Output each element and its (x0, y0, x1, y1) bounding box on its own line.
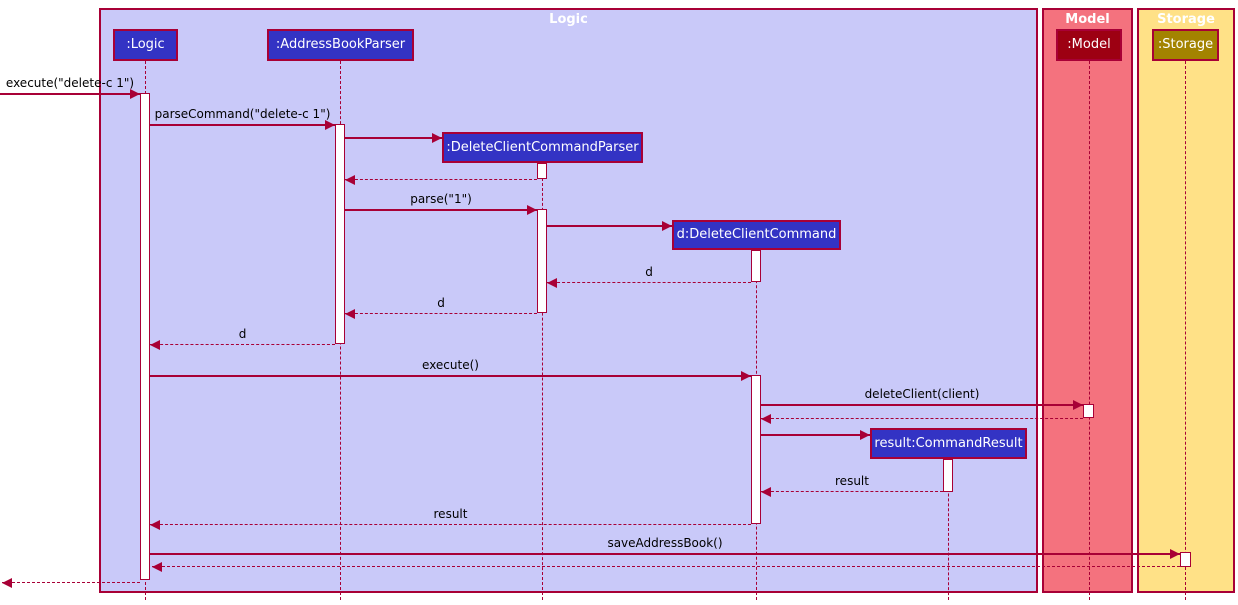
msg-execute-command-line (150, 375, 751, 377)
msg-execute-delete-arrowhead-icon (130, 89, 140, 99)
frame-model (1042, 8, 1133, 593)
activation-bar-delete-client-command (751, 375, 761, 524)
msg-return-from-model-arrowhead-icon (761, 414, 771, 424)
activation-bar-logic (140, 93, 150, 580)
msg-return-d-to-abp-line (345, 313, 537, 314)
activation-bar-address-book-parser (335, 124, 345, 344)
msg-delete-client-label: deleteClient(client) (864, 387, 980, 401)
msg-return-parser-created-arrowhead-icon (345, 175, 355, 185)
participant-model: :Model (1056, 29, 1122, 61)
msg-execute-delete-label: execute("delete-c 1") (5, 76, 135, 90)
msg-create-parser-arrowhead-icon (432, 133, 442, 143)
participant-logic: :Logic (113, 29, 178, 61)
msg-execute-delete-line (0, 93, 140, 95)
msg-return-parser-created-line (345, 179, 537, 180)
frame-title-logic: Logic (549, 12, 588, 27)
msg-parse-command-label: parseCommand("delete-c 1") (154, 107, 331, 121)
activation-bar-storage (1180, 552, 1191, 567)
msg-return-result-to-logic-label: result (433, 507, 468, 521)
msg-parse-arrowhead-icon (527, 205, 537, 215)
msg-return-result-to-d-arrowhead-icon (761, 487, 771, 497)
participant-delete-client-command: d:DeleteClientCommand (672, 220, 841, 250)
activation-bar-command-result (943, 459, 953, 492)
msg-save-address-book-label: saveAddressBook() (607, 536, 723, 550)
msg-return-to-caller-line (2, 582, 140, 583)
lifeline-model (1089, 61, 1090, 600)
frame-logic (99, 8, 1038, 593)
activation-bar-delete-client-command-parser (537, 209, 547, 313)
msg-create-command-line (547, 225, 672, 227)
msg-return-d-to-parser-label: d (645, 265, 653, 279)
msg-return-result-to-d-label: result (835, 474, 869, 488)
msg-create-parser-line (345, 137, 442, 139)
msg-delete-client-line (761, 404, 1083, 406)
msg-return-d-to-parser-arrowhead-icon (547, 278, 557, 288)
msg-parse-line (345, 209, 537, 211)
lifeline-storage (1185, 61, 1186, 600)
msg-return-result-to-logic-line (150, 524, 751, 525)
msg-return-d-to-abp-label: d (437, 296, 445, 310)
msg-return-result-to-logic-arrowhead-icon (150, 520, 160, 530)
msg-delete-client-arrowhead-icon (1073, 400, 1083, 410)
lifeline-command-result (948, 459, 949, 600)
msg-create-command-result-arrowhead-icon (860, 430, 870, 440)
msg-execute-command-label: execute() (422, 358, 479, 372)
msg-return-d-to-parser-line (547, 282, 751, 283)
participant-storage: :Storage (1152, 29, 1219, 61)
msg-return-d-to-logic-arrowhead-icon (150, 340, 160, 350)
lifeline-delete-client-command-parser (542, 163, 543, 600)
msg-create-command-arrowhead-icon (662, 221, 672, 231)
msg-parse-label: parse("1") (410, 192, 472, 206)
msg-return-to-caller-arrowhead-icon (2, 578, 12, 588)
frame-storage (1137, 8, 1235, 593)
msg-parse-command-arrowhead-icon (325, 120, 335, 130)
msg-parse-command-line (150, 124, 335, 126)
msg-return-d-to-logic-label: d (238, 327, 247, 341)
msg-return-d-to-abp-arrowhead-icon (345, 309, 355, 319)
activation-bar-delete-client-command (751, 250, 761, 282)
frame-title-model: Model (1065, 12, 1110, 27)
msg-return-result-to-d-line (761, 491, 943, 492)
msg-return-from-model-line (761, 418, 1083, 419)
msg-return-d-to-logic-line (150, 344, 335, 345)
activation-bar-delete-client-command-parser (537, 163, 547, 179)
participant-command-result: result:CommandResult (870, 428, 1027, 459)
activation-bar-model (1083, 404, 1094, 418)
frame-title-storage: Storage (1157, 12, 1215, 27)
msg-execute-command-arrowhead-icon (741, 371, 751, 381)
msg-save-address-book-line (150, 553, 1180, 555)
msg-return-from-storage-line (152, 566, 1180, 567)
msg-save-address-book-arrowhead-icon (1170, 549, 1180, 559)
msg-create-command-result-line (761, 434, 870, 436)
msg-return-from-storage-arrowhead-icon (152, 562, 162, 572)
participant-delete-client-command-parser: :DeleteClientCommandParser (442, 132, 643, 163)
participant-address-book-parser: :AddressBookParser (267, 29, 414, 61)
